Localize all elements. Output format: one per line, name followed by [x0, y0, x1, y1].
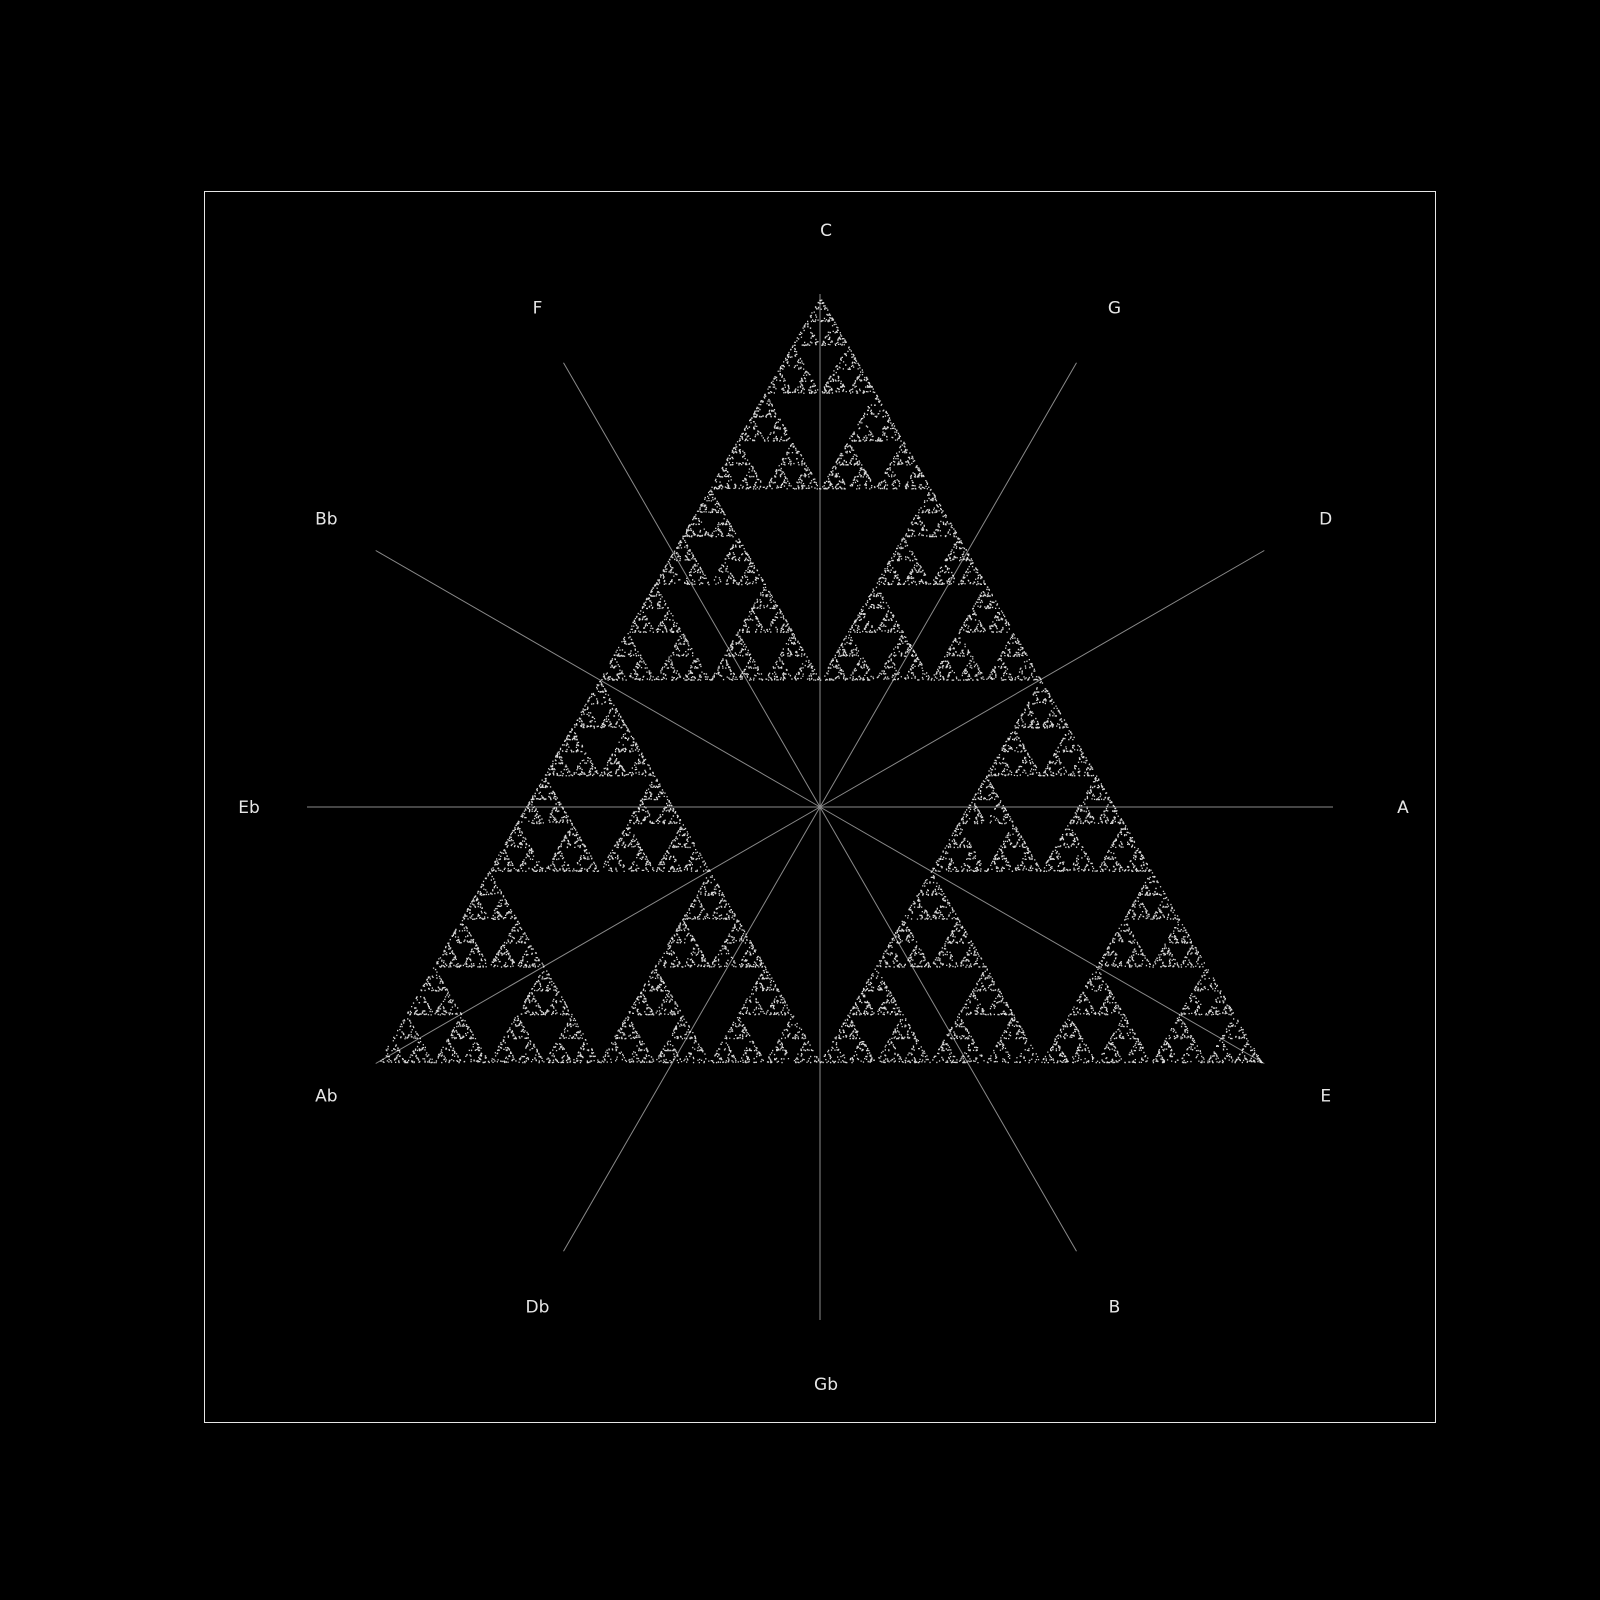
- pitch-label-b: B: [1109, 1298, 1121, 1318]
- pitch-labels-layer: C G D A E B Gb Db Ab Eb Bb F: [238, 221, 1409, 1395]
- pitch-label-e: E: [1320, 1087, 1331, 1107]
- sierpinski-points: [380, 299, 1263, 1064]
- pitch-label-ab: Ab: [315, 1087, 337, 1107]
- spokes-layer: [307, 294, 1333, 1320]
- spoke-g: [819, 362, 1077, 808]
- spoke-d: [819, 550, 1265, 808]
- pitch-label-bb: Bb: [315, 510, 337, 530]
- spoke-db: [563, 806, 821, 1252]
- sierpinski-triangle: [380, 299, 1263, 1064]
- pitch-label-c: C: [820, 221, 832, 241]
- pitch-label-g: G: [1108, 298, 1121, 318]
- spoke-bb: [375, 550, 821, 808]
- pitch-label-f: F: [533, 298, 543, 318]
- pitch-label-db: Db: [526, 1298, 550, 1318]
- spoke-ab: [375, 806, 821, 1064]
- pitch-label-gb: Gb: [814, 1375, 838, 1395]
- pitch-label-d: D: [1319, 510, 1332, 530]
- pitch-label-a: A: [1397, 798, 1409, 818]
- pitch-label-eb: Eb: [238, 798, 260, 818]
- spoke-e: [819, 806, 1265, 1064]
- plot-frame: [204, 191, 1436, 1423]
- spoke-f: [563, 362, 821, 808]
- spoke-b: [819, 806, 1077, 1252]
